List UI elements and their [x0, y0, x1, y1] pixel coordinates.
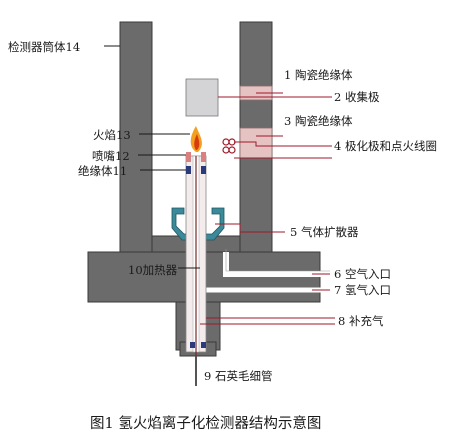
- nozzle-tip: [186, 152, 191, 162]
- polarizer-ignition-coil: [222, 138, 236, 154]
- label-detector-body: 检测器筒体14: [8, 40, 80, 54]
- label-diffuser: 5 气体扩散器: [290, 225, 359, 239]
- flame: [190, 126, 202, 152]
- label-flame: 火焰13: [93, 128, 131, 142]
- label-makeup-gas: 8 补充气: [338, 314, 384, 328]
- figure-caption: 图1 氢火焰离子化检测器结构示意图: [90, 414, 321, 432]
- label-air-inlet: 6 空气入口: [334, 267, 391, 281]
- label-polarizer-ignition: 4 极化极和点火线圈: [334, 139, 437, 153]
- label-heater: 10加热器: [128, 263, 178, 277]
- label-nozzle: 喷嘴12: [92, 149, 130, 163]
- label-ceramic-insulator-1: 1 陶瓷绝缘体: [284, 68, 353, 82]
- label-ceramic-insulator-3: 3 陶瓷绝缘体: [284, 114, 353, 128]
- label-insulator-11: 绝缘体11: [78, 164, 127, 178]
- label-hydrogen-inlet: 7 氢气入口: [334, 283, 391, 297]
- collector-electrode: [185, 78, 219, 117]
- label-collector: 2 收集极: [334, 90, 380, 104]
- insulator-11: [186, 166, 191, 174]
- label-capillary: 9 石英毛细管: [204, 369, 272, 383]
- detector-body-left-column: [119, 21, 153, 255]
